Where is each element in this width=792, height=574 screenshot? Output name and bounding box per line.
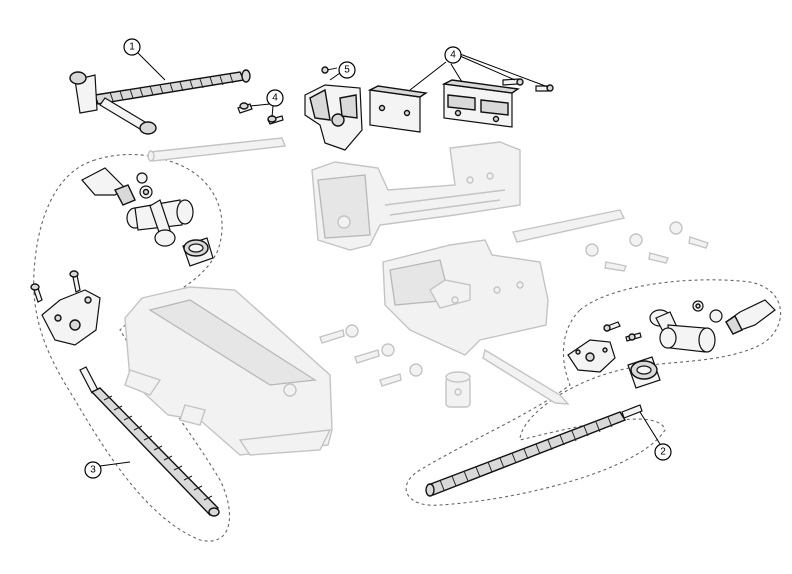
left-crank-handle (81, 167, 153, 206)
callout-1: 1 (123, 38, 166, 81)
left-flange-plate (30, 270, 101, 346)
vise-base (124, 286, 333, 456)
gib-strip (512, 209, 626, 243)
upper-slide-body (311, 141, 521, 251)
right-bushing (627, 356, 661, 389)
callout-5: 5 (329, 61, 356, 81)
right-tee-fitting (649, 300, 723, 353)
group-3-outline (33, 154, 231, 542)
guide-rod (147, 137, 286, 162)
left-bushing (182, 237, 214, 267)
movable-jaw-block (304, 66, 363, 151)
callout-4-right: 4 (409, 46, 549, 91)
callout-3-label: 3 (90, 465, 96, 476)
group-2-outline (405, 279, 782, 506)
right-long-screw (425, 404, 643, 497)
lower-slide-body (382, 239, 549, 356)
jaw-plate-pair (441, 79, 520, 128)
wedge-key (482, 348, 570, 405)
left-long-screw (79, 366, 220, 517)
right-crank-handle (725, 299, 776, 335)
callout-2: 2 (639, 411, 672, 461)
small-screws-left (237, 102, 284, 125)
callout-4-left: 4 (249, 89, 284, 118)
right-flange-plate (567, 321, 642, 373)
callout-4-right-label: 4 (450, 50, 456, 61)
callout-1-label: 1 (129, 42, 135, 53)
callout-5-label: 5 (344, 65, 350, 76)
callout-4-left-label: 4 (272, 93, 278, 104)
callout-2-label: 2 (660, 447, 666, 458)
left-tee-fitting (126, 199, 194, 247)
callout-3: 3 (84, 461, 131, 479)
faded-screws (319, 221, 709, 387)
jaw-plate-single (367, 85, 428, 133)
center-collar (445, 371, 471, 408)
handle-leadscrew-assembly (69, 69, 251, 135)
